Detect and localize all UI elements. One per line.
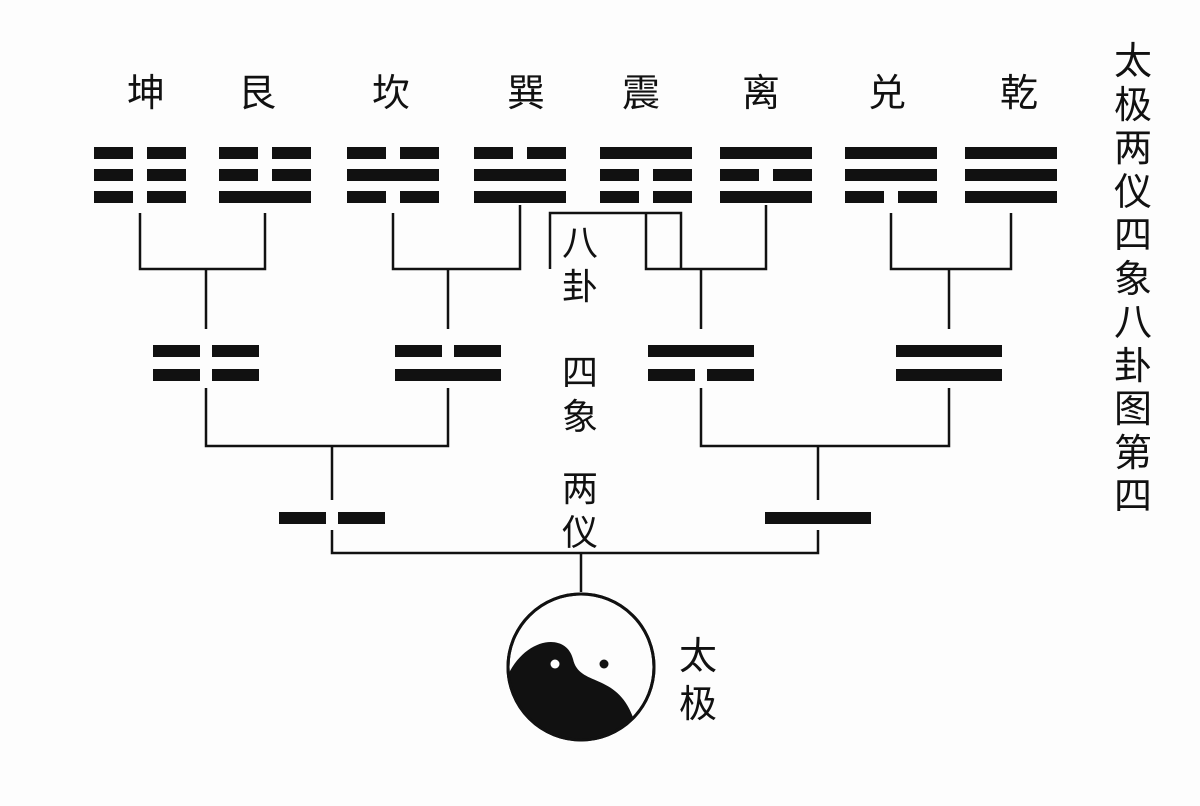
trigram-2-line-2-yin-right: [272, 169, 311, 181]
trigram-4-line-3-yin-left: [474, 147, 513, 159]
digram-4-line-1-yang: [896, 369, 1002, 381]
trigram-3-line-1-yin-left: [347, 191, 386, 203]
digram-2-line-2-yin-right: [454, 345, 501, 357]
stage-label-sixiang: 四象: [561, 353, 598, 438]
bracket-trigram-pair-1: [138, 213, 267, 271]
trigram-1-line-1-yin-left: [94, 191, 133, 203]
trigram-2-line-1-yang: [219, 191, 311, 203]
trigram-8-line-2-yang: [965, 169, 1057, 181]
trigram-1-line-3-yin-left: [94, 147, 133, 159]
trigram-4-line-2-yang: [474, 169, 566, 181]
trigram-1-line-1-yin-right: [147, 191, 186, 203]
bracket-trigram-pair-2: [391, 205, 522, 271]
stage-label-taiji: 太极: [678, 634, 717, 726]
digram-2-line-2-yin-left: [395, 345, 442, 357]
trigram-2-line-3-yin-right: [272, 147, 311, 159]
taiji-yin-half: [508, 641, 633, 740]
trigram-name-dui: 兑: [868, 71, 907, 115]
trigram-2-line-2-yin-left: [219, 169, 258, 181]
trigram-6-line-2-yin-left: [720, 169, 759, 181]
bracket-digram-pair-1: [204, 388, 450, 448]
trigram-name-kan: 坎: [372, 71, 411, 115]
digram-3-line-2-yang: [648, 345, 754, 357]
trigram-7-line-2-yang: [845, 169, 937, 181]
digram-2-line-1-yang: [395, 369, 501, 381]
trigram-4-line-3-yin-right: [527, 147, 566, 159]
trigram-name-xun: 巽: [507, 71, 546, 115]
trigram-name-qian: 乾: [1000, 71, 1039, 115]
connector-central-link: [548, 211, 683, 269]
trigram-6-line-2-yin-right: [773, 169, 812, 181]
trigram-5-line-1-yin-right: [653, 191, 692, 203]
trigram-8-line-1-yang: [965, 191, 1057, 203]
bracket-trigram-pair-4: [889, 213, 1013, 271]
digram-1-line-1-yin-right: [212, 369, 259, 381]
monogram-1-line-1-yin-left: [279, 512, 326, 524]
digram-1-line-2-yin-left: [153, 345, 200, 357]
stage-label-liangyi: 两仪: [561, 469, 598, 554]
trigram-name-li: 离: [742, 71, 781, 115]
trigram-3-line-1-yin-right: [400, 191, 439, 203]
digram-1-line-2-yin-right: [212, 345, 259, 357]
trigram-1-line-2-yin-left: [94, 169, 133, 181]
taiji-yang-half: [573, 594, 639, 717]
trigram-5-line-1-yin-left: [600, 191, 639, 203]
trigram-5-line-2-yin-right: [653, 169, 692, 181]
trigram-3-line-3-yin-left: [347, 147, 386, 159]
digram-3-line-1-yin-left: [648, 369, 695, 381]
monogram-1-line-1-yin-right: [338, 512, 385, 524]
taiji-yang-eye: [550, 659, 560, 669]
trigram-1-line-2-yin-right: [147, 169, 186, 181]
trigram-name-zhen: 震: [622, 71, 661, 115]
trigram-8-line-3-yang: [965, 147, 1057, 159]
trigram-name-gen: 艮: [238, 71, 277, 115]
taiji-outline: [506, 592, 656, 742]
diagram-title: 太极两仪四象八卦图第四: [1113, 39, 1152, 518]
trigram-4-line-1-yang: [474, 191, 566, 203]
trigram-7-line-1-yin-left: [845, 191, 884, 203]
digram-1-line-1-yin-left: [153, 369, 200, 381]
trigram-name-kun: 坤: [127, 71, 166, 115]
monogram-2-line-1-yang: [765, 512, 871, 524]
trigram-7-line-1-yin-right: [898, 191, 937, 203]
trigram-1-line-3-yin-right: [147, 147, 186, 159]
taiji-yin-eye: [599, 659, 609, 669]
trigram-3-line-3-yin-right: [400, 147, 439, 159]
bracket-trigram-pair-3: [644, 205, 768, 271]
stage-label-bagua: 八卦: [561, 223, 598, 308]
digram-4-line-2-yang: [896, 345, 1002, 357]
bracket-digram-pair-2: [699, 388, 951, 448]
trigram-5-line-3-yang: [600, 147, 692, 159]
trigram-5-line-2-yin-left: [600, 169, 639, 181]
trigram-6-line-1-yang: [720, 191, 812, 203]
trigram-7-line-3-yang: [845, 147, 937, 159]
trigram-2-line-3-yin-left: [219, 147, 258, 159]
digram-3-line-1-yin-right: [707, 369, 754, 381]
trigram-3-line-2-yang: [347, 169, 439, 181]
bracket-monogram-pair: [330, 530, 820, 555]
trigram-6-line-3-yang: [720, 147, 812, 159]
